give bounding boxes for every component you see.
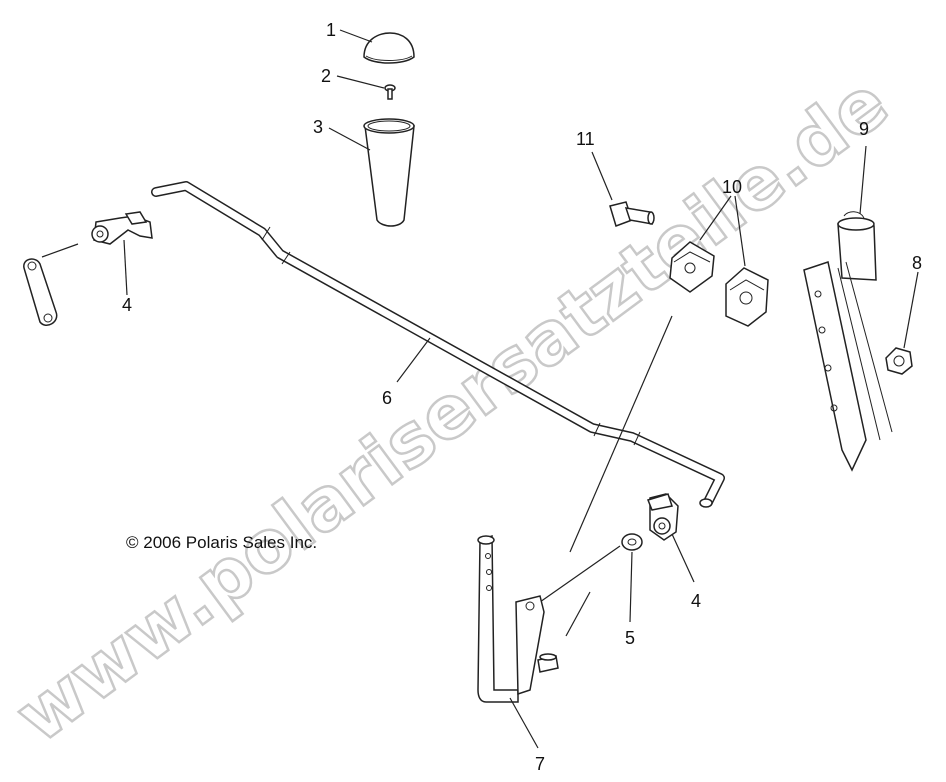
callout-7: 7 (535, 754, 545, 774)
part-4-clip-left (91, 211, 153, 245)
part-10-bushing-b (725, 267, 769, 327)
bracket-plate (803, 261, 893, 472)
callout-4-left: 4 (122, 295, 132, 315)
part-6-rod (151, 181, 725, 508)
part-11-bolt (609, 201, 655, 227)
part-5-washer (621, 533, 643, 551)
part-7-lever (477, 534, 559, 703)
part-10-bushing-a (669, 241, 715, 293)
callout-8: 8 (912, 253, 922, 273)
callout-5: 5 (625, 628, 635, 648)
callout-11: 11 (576, 129, 595, 149)
callout-4-right: 4 (691, 591, 701, 611)
callout-1: 1 (326, 20, 336, 40)
watermark: www.polarisersatzteile.de (0, 59, 904, 760)
watermark-text: www.polarisersatzteile.de (0, 60, 903, 759)
part-4-link-left (23, 258, 58, 326)
part-4-clip-right (646, 493, 679, 541)
callout-10: 10 (722, 177, 742, 197)
part-8-nut (885, 347, 913, 375)
callout-2: 2 (321, 66, 331, 86)
part-1-cap (363, 32, 415, 64)
part-3-grip (363, 118, 415, 227)
callout-9: 9 (859, 119, 869, 139)
callout-6: 6 (382, 388, 392, 408)
copyright-text: © 2006 Polaris Sales Inc. (126, 533, 318, 552)
part-9-sleeve (837, 211, 877, 281)
part-2-screw (384, 84, 396, 100)
callout-3: 3 (313, 117, 323, 137)
